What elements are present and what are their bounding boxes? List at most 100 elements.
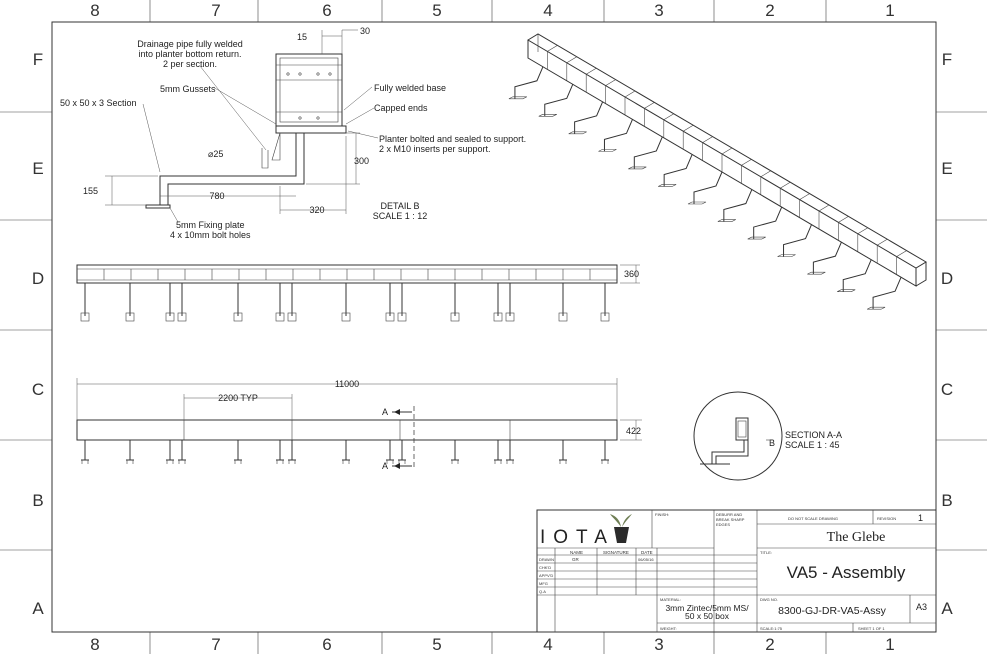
dim-300: 300 [354,156,369,166]
iso-foot-plate [598,149,617,152]
iso-divider [683,124,694,132]
foot-plate [493,312,503,322]
iso-foot-plate [538,114,557,117]
iso-foot-plate [628,166,647,170]
col-signature: SIGNATURE [603,550,629,555]
iso-divider [547,45,558,52]
zone-labels-bottom: 8 7 6 5 4 3 2 1 [90,635,894,654]
zone-col-label: 4 [543,635,552,654]
zone-col-label: 8 [90,635,99,654]
zone-col-label: 6 [322,635,331,654]
zone-col-label: 3 [654,1,663,20]
foot-plate [177,312,187,322]
callout-bolted-1: Planter bolted and sealed to support. [379,134,526,144]
row-drawn: DRAWN [539,557,554,562]
zone-row-label: F [942,50,952,69]
zone-col-label: 5 [432,635,441,654]
zone-col-label: 4 [543,1,552,20]
revision-label: REVISION [877,516,896,521]
zone-col-label: 7 [211,635,220,654]
callout-drainage-3: 2 per section. [163,59,217,69]
section-marker-a-bottom: A [382,461,388,471]
iso-support-arm [663,154,693,187]
zone-labels-top: 8 7 6 5 4 3 2 1 [90,1,894,20]
section-aa-title: SECTION A-A [785,430,842,440]
top-elevation-planter [76,264,618,284]
iso-foot-plate [807,271,826,275]
iso-support-arm [544,84,574,117]
iso-divider [721,147,733,155]
iso-support-arm [633,136,663,169]
dim-diameter: ⌀25 [208,149,223,159]
callout-welded-base: Fully welded base [374,83,446,93]
zone-row-label: A [32,599,44,618]
row-mfg: MFG [539,581,548,586]
section-aa-marker: B [769,438,775,448]
zone-row-label: A [941,599,953,618]
iso-divider [741,159,752,166]
detail-b: 15 30 ⌀25 300 155 780 320 Drainage pipe … [60,26,526,240]
detail-b-scale: SCALE 1 : 12 [373,211,428,221]
dwg-no: 8300-GJ-DR-VA5-Assy [778,605,886,617]
callout-fixing-2: 4 x 10mm bolt holes [170,230,251,240]
dim-30: 30 [360,26,370,36]
section-aa-circle [693,391,783,481]
isometric-view [508,33,927,310]
dim-155: 155 [83,186,98,196]
iso-foot-plate [568,131,587,135]
dim-360: 360 [624,269,639,279]
dim-2200-typ: 2200 TYP [218,393,258,403]
zone-row-label: B [941,491,952,510]
iso-foot-plate [508,96,528,100]
zone-col-label: 1 [885,1,894,20]
iso-supports [508,66,902,310]
iso-foot-plate [777,254,796,257]
iso-divider [896,250,907,257]
foot-plate [125,312,135,322]
sheet-number: SHEET 1 OF 1 [858,626,885,631]
deburr-note-2: BREAK SHARP [716,517,745,522]
sheet-border [51,21,937,633]
callout-gussets: 5mm Gussets [160,84,216,94]
deburr-note-3: EDGES [716,522,730,527]
revision-value: 1 [918,513,923,523]
iso-support-arm [574,101,604,134]
foot-plate [600,312,610,322]
material-line-1: 3mm Zintec/5mm MS/ [665,603,749,613]
iso-cell-dividers [547,45,907,275]
foot-plate [385,312,395,322]
fixing-plate [145,204,171,209]
iso-divider [857,227,868,235]
iso-divider [838,216,849,223]
finish-label: FINISH: [655,512,669,517]
zone-row-label: E [32,159,43,178]
deburr-note-1: DEBURR AND [716,512,742,517]
foot-plate [275,312,285,322]
material-line-2: 50 x 50 box [685,611,730,621]
iso-foot-plate [717,219,736,222]
iso-divider [780,181,791,189]
zone-labels-right: F E D C B A [941,50,953,618]
iso-support-arm [812,241,842,275]
weight-label: WEIGHT: [660,626,677,631]
zone-col-label: 2 [765,635,774,654]
zone-col-label: 7 [211,1,220,20]
zone-col-label: 1 [885,635,894,654]
callout-leaders [142,65,379,223]
support-arm [159,133,305,205]
callout-capped-ends: Capped ends [374,103,428,113]
iso-support-arm [514,66,544,99]
iso-divider [877,238,888,246]
section-aa-scale: SCALE 1 : 45 [785,440,840,450]
row-appvd: APPV'D [539,573,553,578]
dim-320: 320 [309,205,324,215]
iso-foot-plate [658,184,677,187]
sheet-size: A3 [916,602,927,612]
top-cell-dividers [103,269,591,280]
section-marker-a-top: A [382,407,388,417]
iso-support-arm [603,119,633,152]
iso-foot-plate [866,306,886,310]
dim-11000: 11000 [335,379,359,389]
